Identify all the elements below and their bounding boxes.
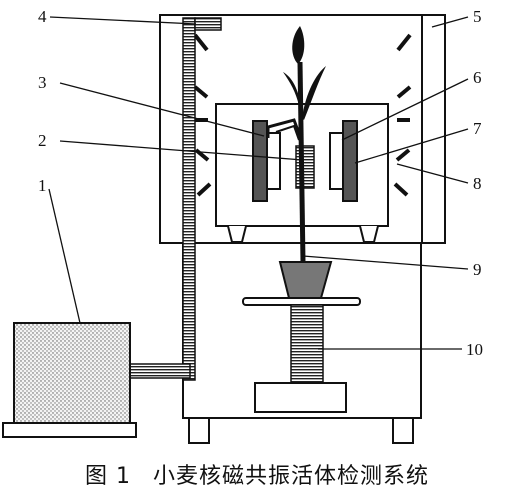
coil-lead [266,118,302,138]
platform [242,297,361,306]
left-foot [188,417,210,444]
wheat-leaf-right [302,66,326,120]
control-unit-base [2,422,137,438]
label-10: 10 [466,340,483,359]
wheat-ear [292,26,305,64]
control-unit [13,322,131,424]
pot [278,261,333,299]
enclosure-left-leg [227,225,247,243]
label-7: 7 [473,119,482,138]
label-3: 3 [38,73,47,92]
air-duct-horizontal [129,363,191,379]
right-pole-piece [329,132,344,190]
screw-base [254,382,347,413]
label-1: 1 [38,176,47,195]
coil-lead-inner [275,124,300,141]
enclosure-right-leg [359,225,379,243]
rf-coil [295,145,315,189]
label-2: 2 [38,131,47,150]
label-9: 9 [473,260,482,279]
wheat-leaf-left [283,72,300,106]
wheat-stem [297,61,306,263]
figure-title: 小麦核磁共振活体检测系统 [152,464,429,489]
chamber-right-wall [421,14,446,244]
label-8: 8 [473,174,482,193]
left-magnet-outer [252,120,268,202]
leader-lines [48,16,469,350]
right-foot [392,417,414,444]
left-pole-piece [266,132,281,190]
air-duct-vertical [182,17,196,381]
lifting-screw [290,304,324,384]
air-duct-top [194,17,222,31]
label-4: 4 [38,7,47,26]
figure-caption: 图 1 小麦核磁共振活体检测系统 [0,458,514,490]
right-magnet-outer [342,120,358,202]
label-5: 5 [473,7,482,26]
label-6: 6 [473,68,482,87]
wheat-plant [283,26,326,263]
figure-number: 图 1 [84,464,131,489]
